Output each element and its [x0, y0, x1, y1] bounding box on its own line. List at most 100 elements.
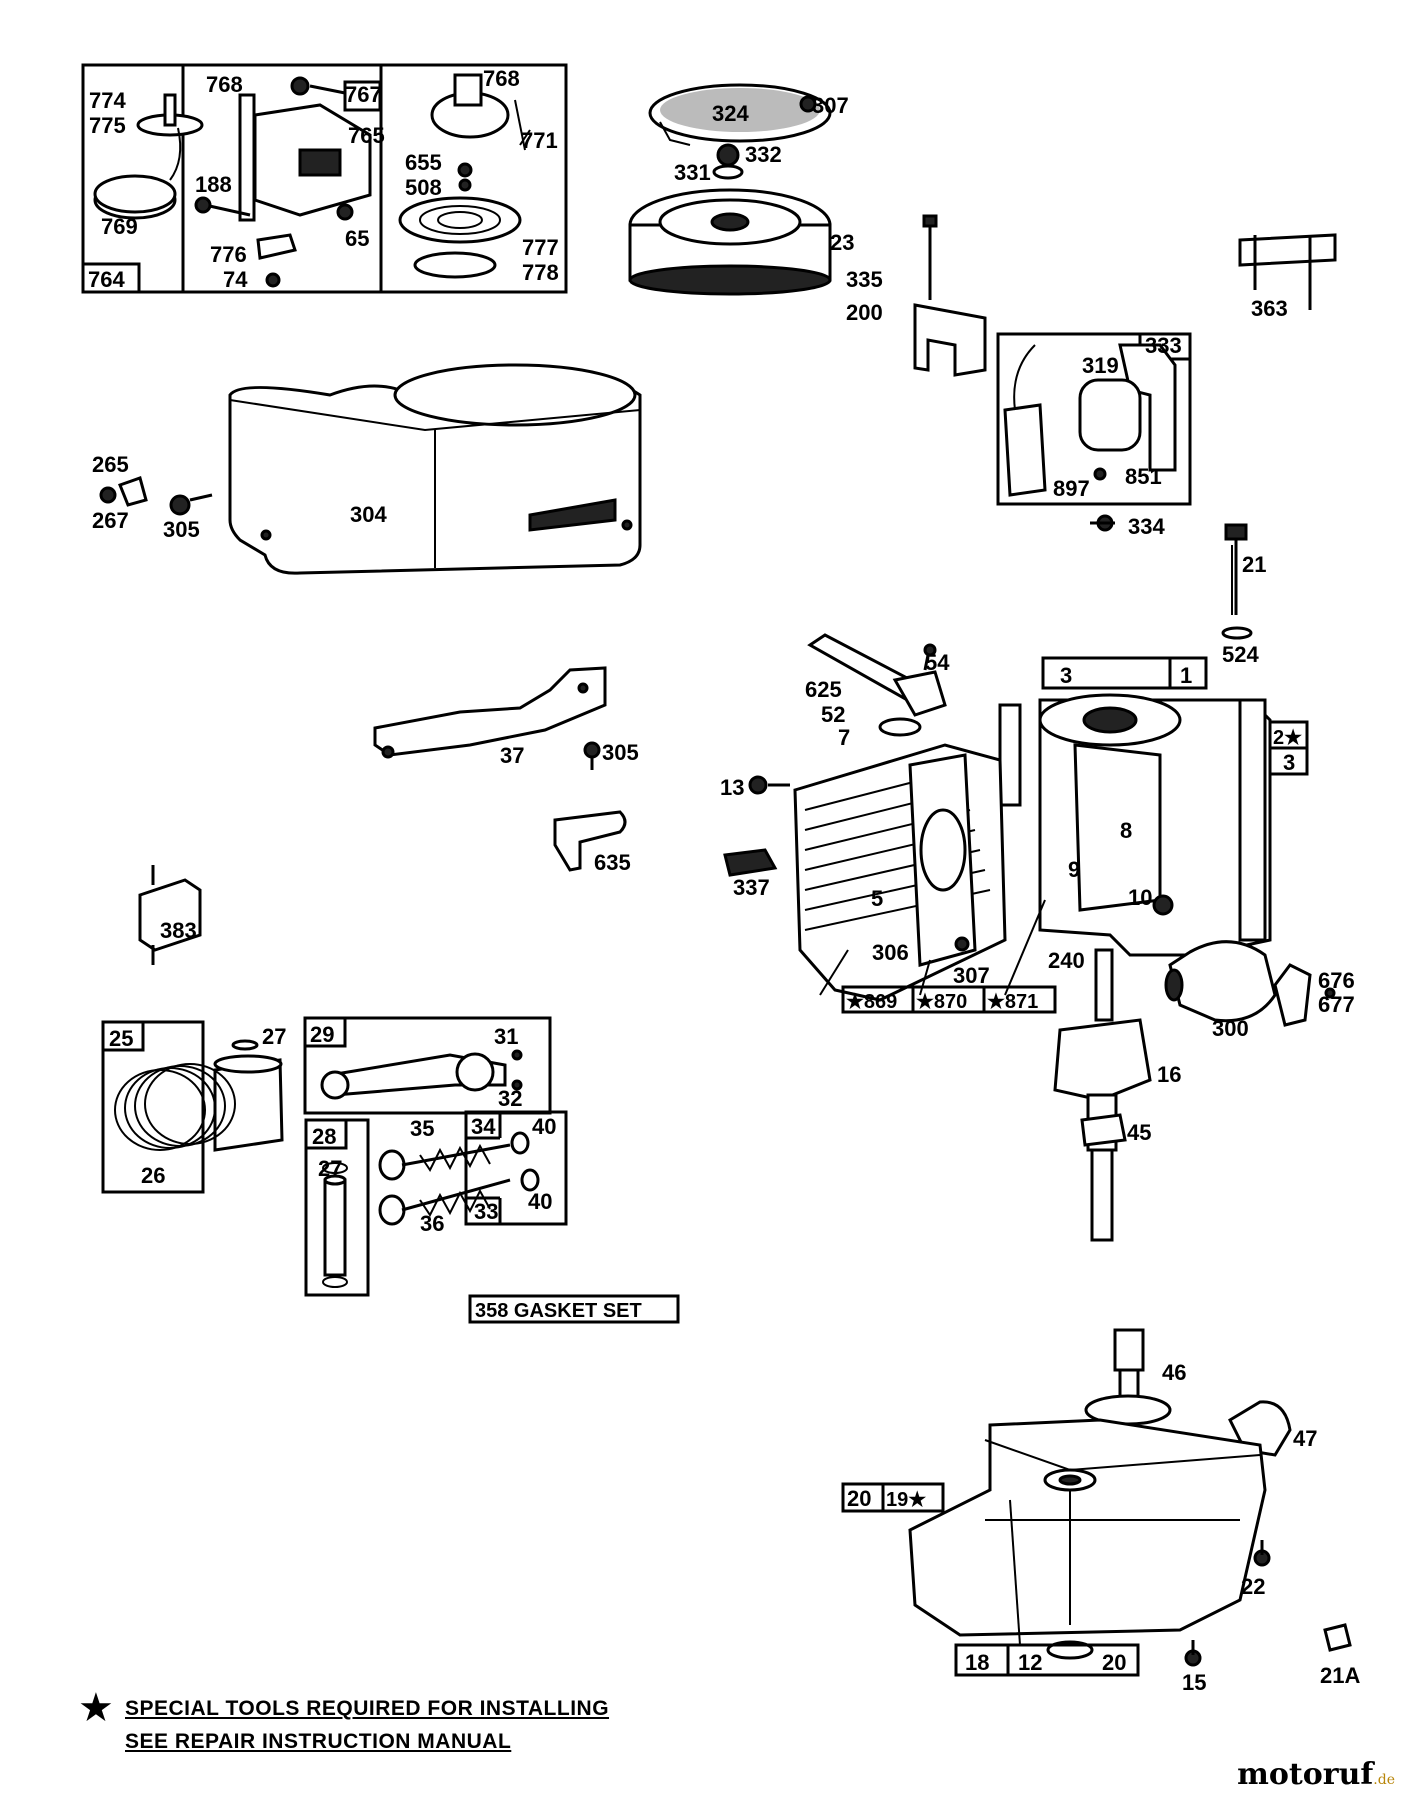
label-15: 15 [1182, 1670, 1206, 1695]
label-45: 45 [1127, 1120, 1151, 1145]
special-tools-star-icon: ★ [78, 1686, 114, 1730]
watermark-brand: motoruf [1237, 1757, 1374, 1792]
label-10: 10 [1128, 885, 1152, 910]
muffler-guard [1273, 963, 1312, 1027]
label-851: 851 [1125, 464, 1162, 489]
label-334: 334 [1128, 514, 1165, 539]
box-34-33 [464, 1110, 568, 1226]
label-300: 300 [1212, 1016, 1249, 1041]
crank-throw [1053, 1018, 1152, 1102]
label-20: 20 [847, 1486, 871, 1511]
spark-plug [723, 848, 778, 877]
label-5: 5 [871, 886, 883, 911]
dipstick-group [1221, 523, 1253, 640]
governor-shaft [1113, 1328, 1145, 1372]
rewind-starter-group [81, 63, 568, 294]
tappet [323, 1178, 347, 1277]
box-29 [303, 1016, 552, 1115]
label-54: 54 [925, 650, 950, 675]
special-tools-note: SPECIAL TOOLS REQUIRED FOR INSTALLING [125, 1697, 610, 1720]
label-12: 12 [1018, 1650, 1042, 1675]
box-25 [101, 1020, 205, 1194]
label-240: 240 [1048, 948, 1085, 973]
air-guide-37 [373, 666, 607, 757]
label-307-b: 307 [953, 963, 990, 988]
label-331: 331 [674, 160, 711, 185]
label-33: 33 [474, 1199, 498, 1224]
label-778: 778 [522, 260, 559, 285]
box-333 [996, 332, 1192, 506]
label-52: 52 [821, 702, 845, 727]
label-47: 47 [1293, 1426, 1317, 1451]
box-3-1 [1041, 656, 1208, 690]
starter-post [238, 93, 256, 222]
label-36: 36 [420, 1211, 444, 1236]
label-776: 776 [210, 242, 247, 267]
box-765-tag [343, 80, 382, 112]
label-897: 897 [1053, 476, 1090, 501]
watermark-tld: .de [1373, 1772, 1395, 1788]
air-guide-group [138, 666, 627, 965]
label-306: 306 [872, 940, 909, 965]
label-46: 46 [1162, 1360, 1186, 1385]
label-21a: 21A [1320, 1663, 1360, 1688]
fitting-21a [1323, 1623, 1352, 1652]
label-31: 31 [494, 1024, 518, 1049]
label-16: 16 [1157, 1062, 1181, 1087]
crankshaft-lower [1090, 1148, 1114, 1242]
label-869: ★869 [846, 991, 897, 1013]
label-26: 26 [141, 1163, 165, 1188]
label-65: 65 [345, 226, 369, 251]
label-27: 27 [262, 1024, 286, 1049]
box-20-19 [841, 1482, 945, 1513]
label-188: 188 [195, 172, 232, 197]
label-774: 774 [89, 88, 126, 113]
label-32: 32 [498, 1086, 522, 1111]
label-870: ★870 [916, 991, 967, 1013]
label-27-b: 27 [318, 1156, 342, 1181]
sump-base [908, 1418, 1267, 1637]
crankshaft-group [1053, 940, 1336, 1242]
label-305-b: 305 [602, 740, 639, 765]
ignition-group [913, 214, 1337, 532]
label-765: 765 [348, 123, 385, 148]
label-635: 635 [594, 850, 631, 875]
label-23: 23 [830, 230, 854, 255]
label-871: ★871 [987, 991, 1038, 1013]
crankshaft-upper [1094, 948, 1114, 1022]
label-40-b: 40 [528, 1189, 552, 1214]
label-332: 332 [745, 142, 782, 167]
flywheel-group [628, 83, 832, 296]
label-200: 200 [846, 300, 883, 325]
label-383: 383 [160, 918, 197, 943]
label-677: 677 [1318, 992, 1355, 1017]
label-7: 7 [838, 725, 850, 750]
label-74: 74 [223, 267, 248, 292]
box-771 [379, 63, 568, 294]
box-358 [468, 1294, 680, 1324]
label-363: 363 [1251, 296, 1288, 321]
rewind-spring [398, 196, 522, 244]
label-35: 35 [410, 1116, 434, 1141]
label-319: 319 [1082, 353, 1119, 378]
label-9: 9 [1068, 857, 1080, 882]
breather-tube-635 [553, 810, 627, 872]
label-37: 37 [500, 743, 524, 768]
watermark: motoruf.de [1237, 1757, 1395, 1792]
label-3: 3 [1060, 663, 1072, 688]
label-764: 764 [88, 267, 125, 292]
label-625: 625 [805, 677, 842, 702]
label-767: 767 [345, 82, 382, 107]
label-335: 335 [846, 267, 883, 292]
label-13: 13 [720, 775, 744, 800]
box-869-871 [841, 985, 1057, 1014]
label-28: 28 [312, 1124, 336, 1149]
label-655: 655 [405, 150, 442, 175]
label-307: 307 [812, 93, 849, 118]
label-676: 676 [1318, 968, 1355, 993]
label-29: 29 [310, 1022, 334, 1047]
label-3-b: 3 [1283, 750, 1295, 775]
label-1: 1 [1180, 663, 1192, 688]
label-267: 267 [92, 508, 129, 533]
label-25: 25 [109, 1026, 133, 1051]
